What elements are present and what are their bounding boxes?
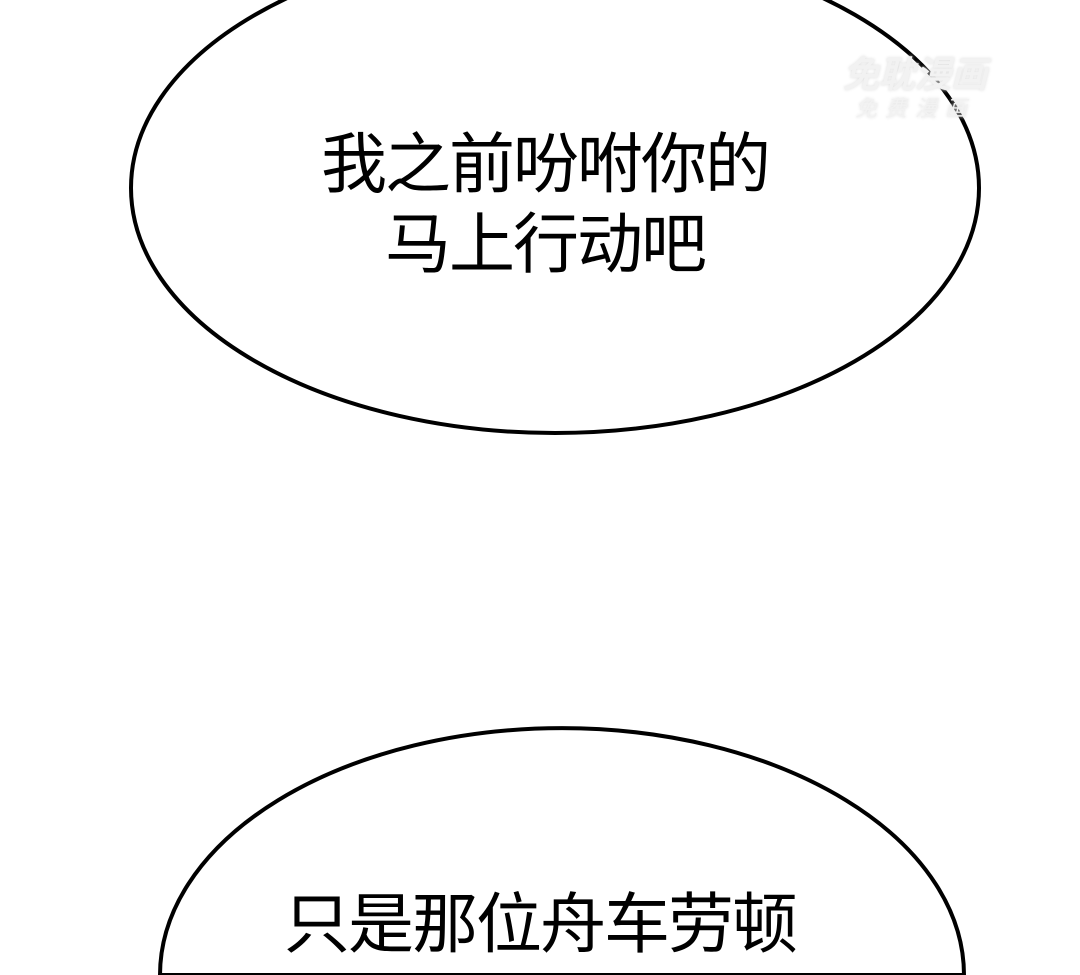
watermark: 免耽漫画 免费漫画 — [842, 55, 987, 122]
bubble-2-text: 只是那位舟车劳顿 — [284, 886, 798, 963]
speech-bubble-2 — [157, 726, 967, 975]
speech-bubble-1 — [129, 0, 981, 435]
bubble-1-text: 我之前吩咐你的 马上行动吧 — [321, 126, 771, 283]
